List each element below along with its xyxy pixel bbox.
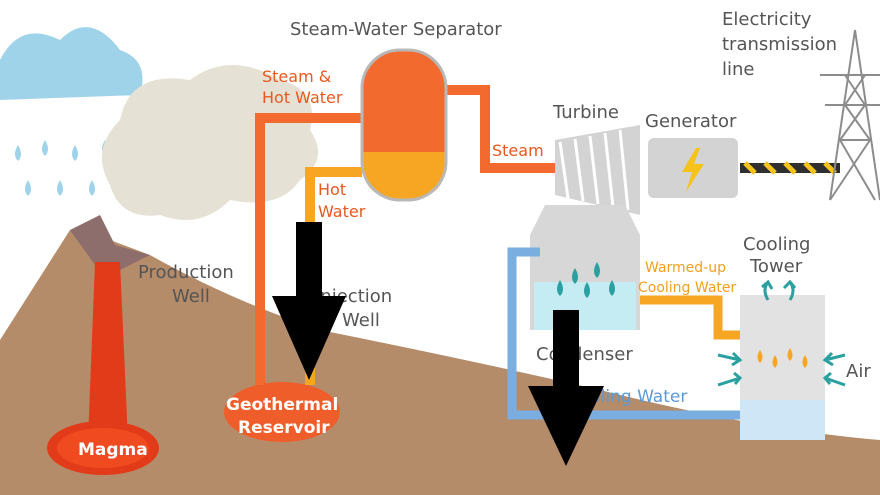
warmed-up-label-2: Cooling Water [638,280,737,296]
steam-water-separator [360,48,448,202]
volcano-peak [70,215,150,270]
down-arrow-icon [272,222,346,380]
geothermal-reservoir-label-1: Geothermal [226,395,338,415]
ground [0,230,880,495]
cooling-tower-label-1: Cooling [743,234,810,255]
geothermal-reservoir [224,382,340,442]
cooling-water-pipe [507,247,740,420]
transmission-label-3: line [722,59,754,80]
transmission-label-1: Electricity [722,9,812,30]
air-flow-arrows [717,279,846,387]
cooling-tower-droplets [757,348,808,368]
steam-pipe [445,85,560,173]
production-well-label-2: Well [172,286,210,307]
steam-hot-water-label-1: Steam & [262,67,331,86]
magma-column [88,262,128,440]
hot-water-label-1: Hot [318,180,346,199]
magma-label: Magma [78,440,148,460]
injection-well-label-2: Well [342,310,380,331]
steam-label: Steam [492,141,544,160]
condenser [530,205,640,330]
generator [648,138,738,198]
air-label: Air [846,361,871,382]
production-well-label-1: Production [138,262,234,283]
geothermal-reservoir-label-2: Reservoir [238,418,330,438]
hot-water-label-2: Water [318,202,366,221]
warmed-up-label-1: Warmed-up [645,260,726,276]
cooling-tower [717,279,846,440]
generator-label: Generator [645,111,737,132]
magma-chamber-inner [57,428,149,468]
cooling-tower-label-2: Tower [749,256,803,277]
transmission-tower [820,29,880,201]
condenser-droplets [557,262,615,298]
turbine-label: Turbine [552,102,619,123]
separator-label: Steam-Water Separator [290,19,502,40]
turbine [555,125,640,215]
transmission-label-2: transmission [722,34,837,55]
condenser-label: Condenser [536,344,633,365]
down-arrow-icon [528,310,604,466]
raindrops [15,140,108,196]
production-well-pipe [255,113,365,385]
transmission-cable [740,161,840,175]
rain-cloud [0,27,143,196]
steam-hot-water-label-2: Hot Water [262,88,343,107]
lightning-bolt-icon [682,148,704,192]
